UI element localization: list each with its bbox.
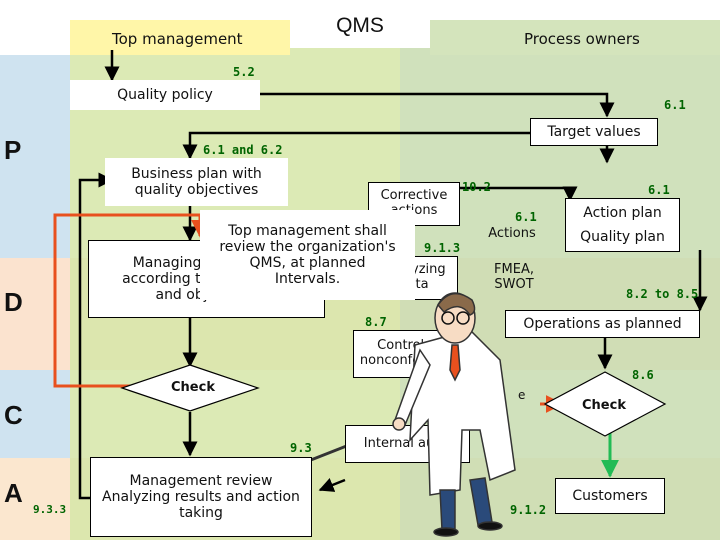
callout-line-3: QMS, at planned bbox=[249, 255, 366, 271]
arrow-policy-to-targets bbox=[260, 92, 615, 118]
business-plan-box: Business plan with quality objectives bbox=[105, 158, 288, 206]
qms-title: QMS bbox=[290, 4, 430, 48]
operations-as-planned-text: Operations as planned bbox=[523, 315, 682, 332]
action-plan-box: Action plan Quality plan bbox=[565, 198, 680, 252]
phase-plan-label: P bbox=[4, 135, 22, 165]
customers-box: Customers bbox=[555, 478, 665, 514]
quality-policy-box: Quality policy bbox=[70, 80, 260, 110]
check-right-label: Check bbox=[582, 398, 626, 413]
clause-9-3-3: 9.3.3 bbox=[33, 503, 67, 516]
clause-9-1-2: 9.1.2 bbox=[510, 503, 547, 517]
clause-8-2-to-8-5: 8.2 to 8.5 bbox=[626, 287, 699, 301]
phase-do-label: D bbox=[4, 287, 23, 317]
clause-9-3: 9.3 bbox=[290, 441, 312, 455]
management-review-line-2: Analyzing results and action bbox=[102, 488, 300, 505]
right-fragment-label: e bbox=[518, 388, 526, 402]
callout-line-4: Intervals. bbox=[274, 271, 341, 288]
fmea-swot-box: FMEA, SWOT bbox=[478, 254, 550, 302]
process-owners-band bbox=[430, 20, 720, 55]
operations-as-planned-box: Operations as planned bbox=[505, 310, 700, 338]
target-values-box: Target values bbox=[530, 118, 658, 146]
arrow-audit-to-review bbox=[318, 478, 346, 492]
clause-5-2: 5.2 bbox=[233, 65, 255, 79]
customers-text: Customers bbox=[572, 487, 648, 504]
top-management-band bbox=[70, 20, 290, 55]
arrow-targets-to-business-plan bbox=[182, 131, 530, 160]
clause-6-1-targets: 6.1 bbox=[664, 98, 686, 112]
clause-6-1-actions: 6.1 bbox=[515, 210, 537, 224]
clause-8-7: 8.7 bbox=[365, 315, 387, 329]
business-plan-line-2: quality objectives bbox=[134, 182, 259, 198]
management-review-line-3: taking bbox=[179, 505, 223, 522]
check-diamond-right bbox=[543, 371, 667, 437]
action-plan-text: Action plan bbox=[583, 204, 662, 221]
arrow-review-to-business-plan bbox=[78, 172, 114, 500]
fmea-text: FMEA, bbox=[494, 262, 534, 278]
clause-6-1-action-plan: 6.1 bbox=[648, 183, 670, 197]
management-review-box: Management review Analyzing results and … bbox=[90, 457, 312, 537]
arrow-corrective-to-action-plan bbox=[460, 186, 578, 202]
actions-box: Actions bbox=[478, 222, 546, 246]
phase-check-label: C bbox=[4, 400, 23, 430]
check-left-label: Check bbox=[171, 380, 215, 395]
swot-text: SWOT bbox=[494, 277, 534, 292]
check-diamond-left bbox=[120, 364, 260, 412]
phase-act-label: A bbox=[4, 478, 23, 508]
quality-plan-text: Quality plan bbox=[580, 229, 665, 245]
top-management-label: Top management bbox=[112, 30, 243, 48]
target-values-text: Target values bbox=[547, 123, 641, 140]
clause-6-1-and-6-2: 6.1 and 6.2 bbox=[203, 143, 283, 157]
management-review-line-1: Management review bbox=[129, 472, 273, 489]
qms-title-text: QMS bbox=[336, 13, 384, 37]
clause-9-1-3: 9.1.3 bbox=[424, 241, 461, 255]
presenter-body bbox=[392, 292, 516, 537]
callout-line-1: Top management shall bbox=[228, 222, 387, 239]
clause-10-2: 10.2 bbox=[462, 180, 491, 194]
callout-line-2: review the organization's bbox=[219, 238, 396, 255]
clause-8-6: 8.6 bbox=[632, 368, 654, 382]
corrective-actions-line-1: Corrective bbox=[380, 188, 448, 204]
quality-policy-text: Quality policy bbox=[117, 86, 213, 103]
process-owners-label: Process owners bbox=[524, 30, 640, 48]
actions-text: Actions bbox=[488, 225, 536, 241]
business-plan-line-1: Business plan with bbox=[131, 165, 262, 182]
callout-bubble: Top management shall review the organiza… bbox=[200, 210, 415, 300]
